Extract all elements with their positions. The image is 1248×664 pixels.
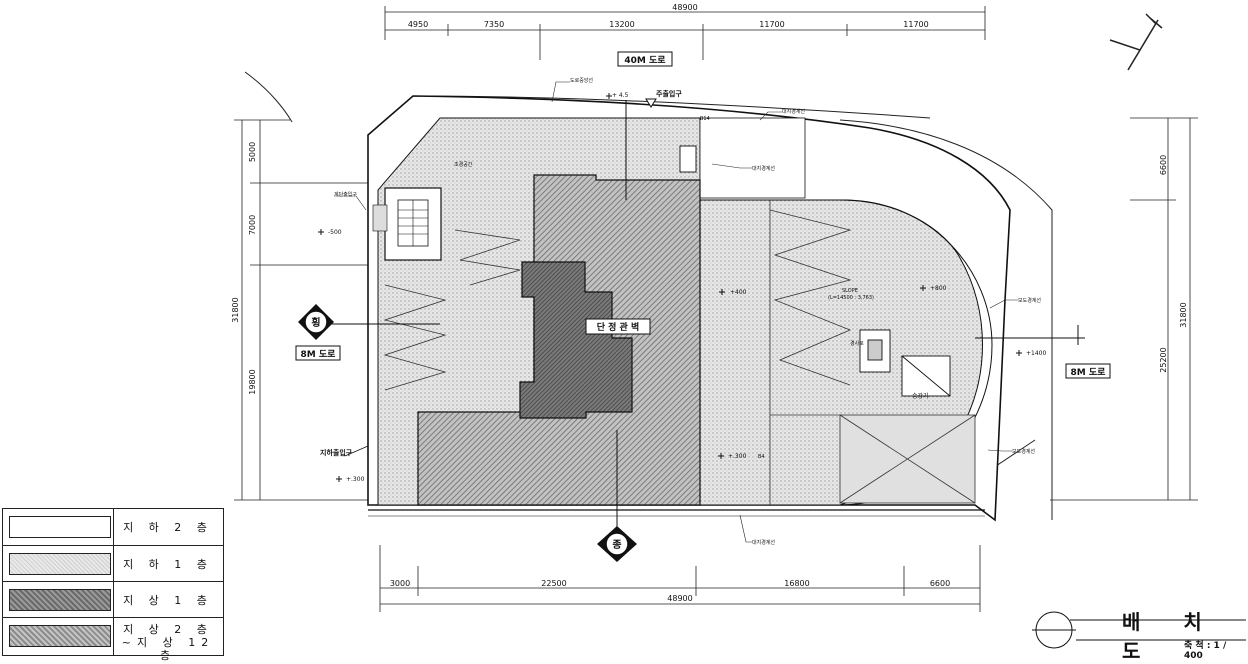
note-top-left: 도로중앙선 bbox=[570, 77, 593, 84]
elev-center-lower: +.300 bbox=[728, 453, 747, 460]
bottom-entrance-marker: 종 bbox=[597, 526, 637, 562]
legend-swatch-b2 bbox=[9, 516, 111, 538]
drawing-title-block: 배 치 도 축 척 : 1 / 400 bbox=[1030, 600, 1245, 663]
dim-top-seg-5: 11700 bbox=[903, 20, 928, 29]
side-entrance-text: 지하출입구 bbox=[320, 448, 353, 457]
drawing-scale: 축 척 : 1 / 400 bbox=[1184, 641, 1227, 661]
dim-top-seg-3: 13200 bbox=[609, 20, 634, 29]
legend-swatch-1f bbox=[9, 589, 111, 611]
dim-left-total: 31800 bbox=[231, 297, 240, 322]
legend-row-b1: 지 하 1 층 bbox=[3, 545, 223, 582]
dim-bottom-seg-1: 3000 bbox=[390, 579, 410, 588]
dim-bottom-seg-3: 16800 bbox=[784, 579, 809, 588]
top-entrance-marker: 주출입구 + 4.5 bbox=[612, 89, 682, 108]
note-bottom: 대지경계선 bbox=[752, 539, 775, 546]
note-top-mid: 대지경계선 bbox=[752, 165, 775, 172]
dim-right-seg-2: 25200 bbox=[1159, 347, 1168, 372]
elev-top: + 4.5 bbox=[612, 92, 629, 99]
side-entrance-circle-text: 횡 bbox=[311, 316, 320, 329]
stair-box bbox=[372, 187, 442, 261]
annotation-labels: 도로중앙선 대지경계선 대지경계선 보도경계선 보도경계선 대지경계선 계단출입… bbox=[334, 77, 1041, 546]
note-right-lower: 보도경계선 bbox=[1012, 448, 1035, 455]
dimension-labels: 48900 4950 7350 13200 11700 11700 3000 2… bbox=[231, 3, 1188, 603]
note-top-right: 대지경계선 bbox=[782, 108, 805, 115]
ground-floor-mass bbox=[519, 261, 633, 419]
note-left-stair: 계단출입구 bbox=[334, 191, 357, 198]
note-lift: 승강기 bbox=[912, 392, 929, 400]
top-entrance-text: 주출입구 bbox=[656, 89, 682, 98]
road-right-text: 8M 도로 bbox=[1071, 367, 1107, 378]
floor-legend: 지 하 2 층 지 하 1 층 지 상 1 층 지 상 2 층 ~지 상 12 … bbox=[2, 508, 224, 662]
road-label-left: 8M 도로 bbox=[295, 345, 341, 361]
leader-lines bbox=[334, 81, 1018, 543]
north-arrow-icon bbox=[1109, 13, 1163, 71]
road-left-text: 8M 도로 bbox=[301, 349, 337, 360]
elev-left-stair: -500 bbox=[328, 229, 342, 236]
dim-left-seg-2: 7000 bbox=[248, 215, 257, 235]
dim-bottom-seg-2: 22500 bbox=[541, 579, 566, 588]
elev-center-upper: +400 bbox=[730, 289, 747, 296]
legend-label-1f: 지 상 1 층 bbox=[123, 594, 213, 607]
note-mark-a: B14 bbox=[700, 116, 710, 122]
title-circle-symbol bbox=[1032, 611, 1246, 649]
legend-label-b2: 지 하 2 층 bbox=[123, 521, 213, 534]
dim-top-seg-1: 4950 bbox=[408, 20, 428, 29]
dimension-lines bbox=[234, 6, 1198, 612]
road-label-right: 8M 도로 bbox=[1065, 363, 1111, 379]
elevation-cross-icons bbox=[318, 93, 1022, 482]
legend-label-b1: 지 하 1 층 bbox=[123, 558, 213, 571]
bottom-entrance-circle-text: 종 bbox=[612, 539, 621, 551]
dim-left-seg-3: 19800 bbox=[248, 369, 257, 394]
building-label-text: 단 정 관 벽 bbox=[597, 321, 640, 333]
dim-top-total: 48900 bbox=[672, 3, 697, 12]
axis-lines bbox=[330, 100, 1085, 530]
legend-row-b2: 지 하 2 층 bbox=[3, 509, 223, 545]
road-label-top: 40M 도로 bbox=[617, 51, 673, 67]
dim-right-seg-1: 6600 bbox=[1159, 155, 1168, 175]
note-mark-b: B4 bbox=[758, 454, 765, 460]
side-entrance-marker: 횡 bbox=[298, 304, 334, 340]
legend-swatch-b1 bbox=[9, 553, 111, 575]
legend-swatch-2f-12f bbox=[9, 625, 111, 647]
elevation-labels: -500 +.300 +400 +.300 +800 +1400 SLOPE (… bbox=[328, 229, 1046, 483]
dim-right-total: 31800 bbox=[1179, 302, 1188, 327]
elev-left-bottom: +.300 bbox=[346, 476, 365, 483]
slope-formula: (L=14500 : 3,763) bbox=[828, 295, 874, 301]
legend-label-2f-12f: 지 상 2 층 ~지 상 12 층 bbox=[121, 623, 215, 662]
building-label: 단 정 관 벽 bbox=[585, 318, 651, 335]
ramp-lines bbox=[383, 200, 976, 505]
note-right-upper: 보도경계선 bbox=[1018, 297, 1041, 304]
dim-bottom-seg-4: 6600 bbox=[930, 579, 950, 588]
note-top-room: 조경공간 bbox=[454, 161, 473, 168]
dim-bottom-total: 48900 bbox=[667, 594, 692, 603]
slope-label: SLOPE bbox=[842, 288, 858, 294]
road-top-text: 40M 도로 bbox=[624, 55, 666, 66]
dim-left-seg-1: 5000 bbox=[248, 142, 257, 162]
elev-right-mid: +1400 bbox=[1026, 350, 1046, 357]
lift-core bbox=[679, 145, 951, 397]
note-ramp: 경사로 bbox=[850, 340, 864, 347]
dim-top-seg-4: 11700 bbox=[759, 20, 784, 29]
drawing-title: 배 치 도 bbox=[1122, 610, 1220, 663]
dim-top-seg-2: 7350 bbox=[484, 20, 504, 29]
legend-divider bbox=[113, 509, 114, 655]
elev-right-upper: +800 bbox=[930, 285, 947, 292]
